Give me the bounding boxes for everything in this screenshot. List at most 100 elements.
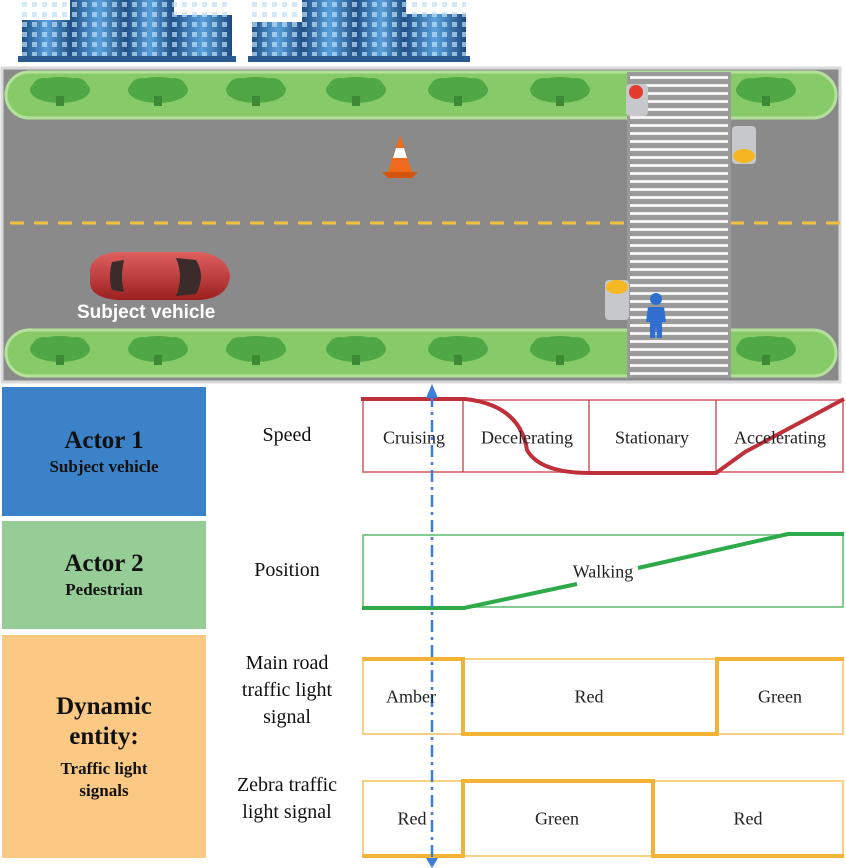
zebra-stripe xyxy=(630,300,728,303)
zebra-stripe xyxy=(630,308,728,311)
main-road-signal-row-label: Main road traffic light signal xyxy=(241,652,333,728)
actor-1-title: Actor 1 xyxy=(64,426,144,454)
main-road-traffic-light-icon xyxy=(732,126,756,164)
tree-icon xyxy=(226,77,286,106)
zebra-stripe xyxy=(630,124,728,127)
zebra-stripe xyxy=(630,284,728,287)
zebra-stripe xyxy=(630,268,728,271)
zebra-stripe xyxy=(630,196,728,199)
zebra-stripe xyxy=(630,276,728,279)
zebra-stripe xyxy=(630,364,728,367)
position-row-label: Position xyxy=(254,559,320,581)
zebra-stripe xyxy=(630,180,728,183)
trees-bottom xyxy=(30,336,796,365)
zebra-stripe xyxy=(630,84,728,87)
zebra-stripe xyxy=(630,252,728,255)
tree-icon xyxy=(326,336,386,365)
subject-vehicle-label: Subject vehicle xyxy=(77,302,216,323)
buildings-group-right xyxy=(248,0,470,62)
speed-row-label: Speed xyxy=(262,424,312,446)
zebra-signal-row-label: Zebra traffic light signal xyxy=(236,774,338,823)
zebra-stripe xyxy=(630,292,728,295)
tree-icon xyxy=(736,77,796,106)
speed-segment-cruising: Cruising xyxy=(382,427,446,448)
zebra-stripe xyxy=(630,372,728,375)
tree-icon xyxy=(530,336,590,365)
zebra-stripe xyxy=(630,212,728,215)
tree-icon xyxy=(30,77,90,106)
zebra-signal-state-line xyxy=(362,779,844,858)
time-marker-arrow-down xyxy=(426,858,438,868)
tree-icon xyxy=(736,336,796,365)
main-signal-segment-red: Red xyxy=(574,686,604,707)
zebra-signal-segment-red-2: Red xyxy=(733,808,763,829)
time-marker-arrow-up xyxy=(426,384,438,398)
position-profile-line xyxy=(362,582,578,610)
speed-profile-line xyxy=(361,397,845,475)
timeline xyxy=(361,384,845,868)
zebra-traffic-light-icon xyxy=(626,84,648,116)
car-icon xyxy=(90,252,230,300)
zebra-stripe xyxy=(630,220,728,223)
tree-icon xyxy=(326,77,386,106)
zebra-stripe xyxy=(630,148,728,151)
actor-2-title: Actor 2 xyxy=(64,550,144,577)
dynamic-entity-title: Dynamic entity: xyxy=(56,692,152,750)
zebra-signal-segment-red-1: Red xyxy=(397,808,427,829)
zebra-stripe xyxy=(630,244,728,247)
tree-icon xyxy=(128,336,188,365)
zebra-stripe xyxy=(630,340,728,343)
speed-segment-decelerating: Decelerating xyxy=(481,427,573,448)
zebra-stripe xyxy=(630,356,728,359)
zebra-signal-segment-green: Green xyxy=(535,808,579,829)
speed-segment-accelerating: Accelerating xyxy=(734,427,826,448)
main-signal-segment-green: Green xyxy=(758,686,802,707)
zebra-stripe xyxy=(630,140,728,143)
position-row-frame xyxy=(362,534,844,608)
buildings-group-left xyxy=(18,0,236,62)
zebra-stripe xyxy=(630,204,728,207)
zebra-stripe xyxy=(630,108,728,111)
dynamic-entity-box: Dynamic entity: Traffic light signals xyxy=(2,635,206,858)
pedestrian-icon xyxy=(646,293,666,338)
tree-icon xyxy=(530,77,590,106)
zebra-stripe xyxy=(630,132,728,135)
actor-1-box: Actor 1 Subject vehicle xyxy=(2,387,206,516)
zebra-stripe xyxy=(630,260,728,263)
pedestrian-traffic-light-icon xyxy=(605,280,629,320)
position-profile-line xyxy=(637,532,844,570)
zebra-stripe xyxy=(630,100,728,103)
tree-icon xyxy=(226,336,286,365)
zebra-stripe xyxy=(630,76,728,79)
main-signal-state-line xyxy=(362,657,844,736)
zebra-stripe xyxy=(630,164,728,167)
zebra-stripe xyxy=(630,348,728,351)
actor-1-subtitle: Subject vehicle xyxy=(49,456,159,476)
tree-icon xyxy=(428,336,488,365)
zebra-stripe xyxy=(630,332,728,335)
zebra-stripe xyxy=(630,324,728,327)
zebra-crossing xyxy=(627,72,731,378)
trees-top xyxy=(30,77,796,106)
zebra-stripe xyxy=(630,156,728,159)
position-segment-walking: Walking xyxy=(572,561,634,582)
zebra-stripe xyxy=(630,172,728,175)
main-signal-segment-amber: Amber xyxy=(386,686,436,707)
road-scene xyxy=(0,66,842,384)
tree-icon xyxy=(128,77,188,106)
zebra-stripe xyxy=(630,92,728,95)
actor-2-subtitle: Pedestrian xyxy=(65,580,143,599)
tree-icon xyxy=(30,336,90,365)
zebra-stripe xyxy=(630,316,728,319)
actor-2-box: Actor 2 Pedestrian xyxy=(2,521,206,629)
zebra-stripe xyxy=(630,236,728,239)
traffic-cone-icon xyxy=(382,135,418,178)
zebra-stripe xyxy=(630,228,728,231)
speed-segment-stationary: Stationary xyxy=(615,427,689,448)
tree-icon xyxy=(428,77,488,106)
zebra-signal-row-frame xyxy=(362,780,844,857)
zebra-stripe xyxy=(630,116,728,119)
zebra-stripe xyxy=(630,188,728,191)
dynamic-entity-subtitle: Traffic light signals xyxy=(60,758,148,800)
